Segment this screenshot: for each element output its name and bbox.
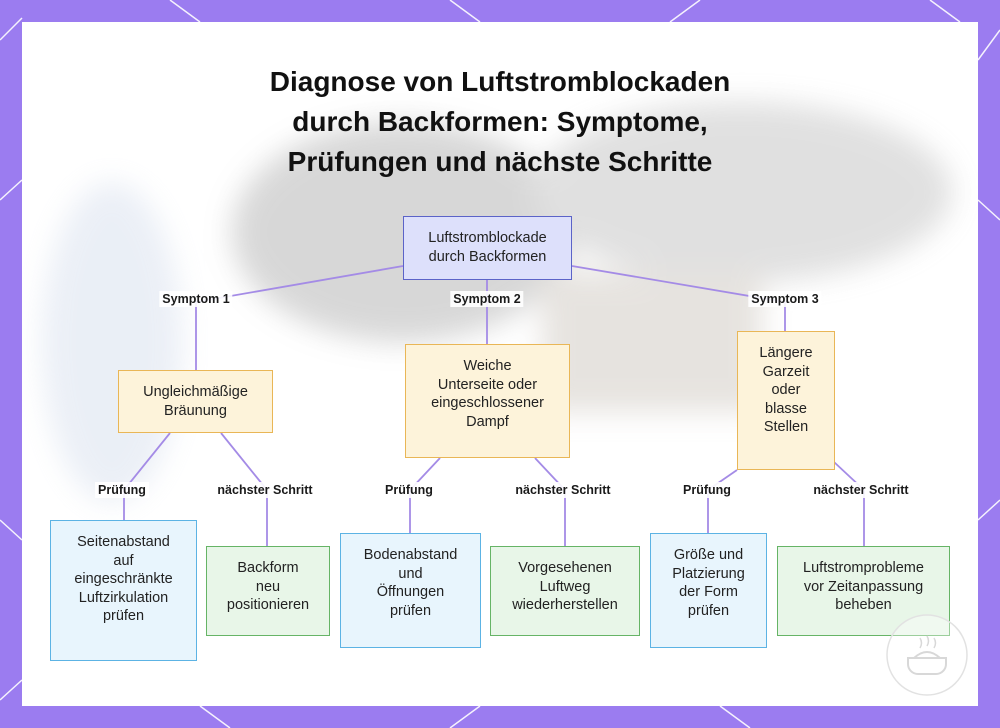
brand-logo-icon xyxy=(886,614,968,696)
symptom-node-3: Längere Garzeit oder blasse Stellen xyxy=(737,331,835,470)
diagram-title: Diagnose von Luftstromblockaden durch Ba… xyxy=(269,66,731,177)
edge-label-check-3: Prüfung xyxy=(680,482,734,498)
next-step-node-2: Vorgesehenen Luftweg wiederherstellen xyxy=(490,546,640,636)
edge-label-next-2: nächster Schritt xyxy=(512,482,614,498)
edge-label-symptom-2: Symptom 2 xyxy=(450,291,524,307)
check-node-2: Bodenabstand und Öffnungen prüfen xyxy=(340,533,481,648)
root-node: Luftstromblockade durch Backformen xyxy=(403,216,572,280)
next-step-node-3: Luftstromprobleme vor Zeitanpassung behe… xyxy=(777,546,950,636)
check-node-1: Seitenabstand auf eingeschränkte Luftzir… xyxy=(50,520,197,661)
check-node-3: Größe und Platzierung der Form prüfen xyxy=(650,533,767,648)
edge-label-symptom-3: Symptom 3 xyxy=(748,291,822,307)
edge-label-check-2: Prüfung xyxy=(382,482,436,498)
next-step-node-1: Backform neu positionieren xyxy=(206,546,330,636)
edge-label-next-1: nächster Schritt xyxy=(214,482,316,498)
edge-label-check-1: Prüfung xyxy=(95,482,149,498)
symptom-node-2: Weiche Unterseite oder eingeschlossener … xyxy=(405,344,570,458)
edge-label-next-3: nächster Schritt xyxy=(810,482,912,498)
edge-label-symptom-1: Symptom 1 xyxy=(159,291,233,307)
symptom-node-1: Ungleichmäßige Bräunung xyxy=(118,370,273,433)
